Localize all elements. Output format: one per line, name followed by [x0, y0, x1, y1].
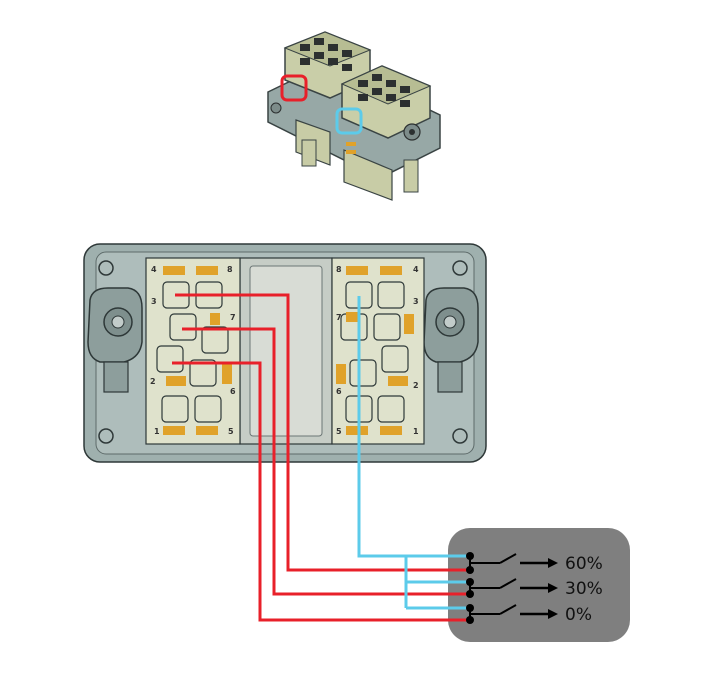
right-pin-7: 7 — [336, 313, 342, 322]
right-pin-8: 8 — [336, 265, 342, 274]
right-contacts — [336, 266, 414, 435]
left-pin-7: 7 — [230, 313, 236, 322]
right-pin-6: 6 — [336, 387, 342, 396]
red-highlight-marker — [280, 74, 308, 102]
right-pin-3: 3 — [413, 297, 419, 306]
right-pin-4: 4 — [413, 265, 419, 274]
left-pin-6: 6 — [230, 387, 236, 396]
blue-common-wire — [357, 296, 470, 558]
right-pin-2: 2 — [413, 381, 419, 390]
right-pin-1: 1 — [413, 427, 419, 436]
red-wire-60 — [175, 293, 470, 572]
left-insert: 4 8 3 7 2 6 1 5 — [145, 257, 241, 445]
output-arrows — [520, 558, 558, 619]
blue-highlight-marker — [335, 107, 363, 135]
blue-wires — [357, 296, 470, 610]
output-label-0: 0% — [565, 605, 592, 625]
left-pin-2: 2 — [150, 377, 156, 386]
red-wires — [172, 293, 470, 622]
left-pin-5: 5 — [228, 427, 234, 436]
red-wire-30 — [182, 327, 470, 596]
right-insert: 4 8 3 7 2 6 1 5 — [331, 257, 425, 445]
output-label-60: 60% — [565, 554, 603, 574]
left-pin-3: 3 — [151, 297, 157, 306]
left-pin-4: 4 — [151, 265, 157, 274]
right-locking-lever — [423, 287, 479, 393]
connector-3d-render — [267, 31, 441, 201]
switch-nodes — [466, 552, 474, 624]
left-contacts — [163, 266, 232, 435]
output-label-30: 30% — [565, 579, 603, 599]
right-pin-5: 5 — [336, 427, 342, 436]
left-pin-8: 8 — [227, 265, 233, 274]
corner-screws — [98, 260, 468, 444]
connector-top-view: 4 8 3 7 2 6 1 5 4 8 — [83, 243, 487, 463]
left-pin-1: 1 — [154, 427, 160, 436]
red-wire-0 — [172, 361, 470, 622]
left-locking-lever — [87, 287, 143, 393]
